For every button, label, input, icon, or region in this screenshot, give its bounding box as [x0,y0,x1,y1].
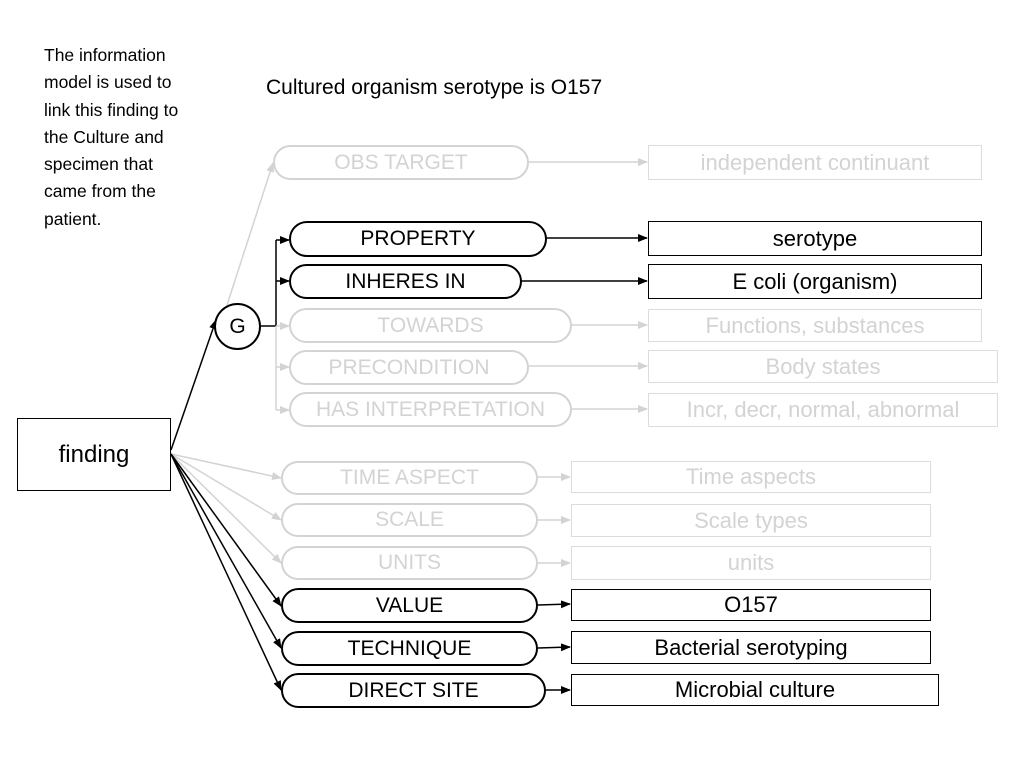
edge-technique-value [537,643,571,652]
diagram-title: Cultured organism serotype is O157 [266,76,603,99]
edge-finding-technique [170,453,282,649]
finding-node: finding [17,418,171,491]
value-towards: Functions, substances [648,309,982,342]
attribute-inheres-in: INHERES IN [289,264,522,299]
edge-finding-units [170,453,282,564]
attribute-technique: TECHNIQUE [281,631,538,666]
attribute-time-aspect: TIME ASPECT [281,461,538,495]
value-technique: Bacterial serotyping [571,631,931,664]
attribute-has-interpretation: HAS INTERPRETATION [289,392,572,427]
group-node: G [214,303,261,350]
edge-finding-g [170,319,217,451]
value-scale: Scale types [571,504,931,537]
value-has-interpretation: Incr, decr, normal, abnormal [648,393,998,427]
edge-finding-direct-site [170,453,282,691]
attribute-property: PROPERTY [289,221,547,257]
value-obs-target: independent continuant [648,145,982,180]
edge-finding-value [170,453,282,607]
value-inheres-in: E coli (organism) [648,264,982,299]
attribute-obs-target: OBS TARGET [273,145,529,180]
value-time-aspect: Time aspects [571,461,931,493]
edge-g-obs-target [226,162,275,306]
attribute-precondition: PRECONDITION [289,350,529,385]
explanatory-note: The information model is used to link th… [44,45,179,229]
attribute-value: VALUE [281,588,538,623]
edge-finding-scale [170,453,282,521]
edge-value-value [537,600,571,609]
value-value: O157 [571,589,931,621]
attribute-direct-site: DIRECT SITE [281,673,546,708]
attribute-towards: TOWARDS [289,308,572,343]
attribute-scale: SCALE [281,503,538,537]
edge-finding-time-aspect [170,453,282,480]
value-precondition: Body states [648,350,998,383]
value-property: serotype [648,221,982,256]
attribute-units: UNITS [281,546,538,580]
value-units: units [571,546,931,580]
value-direct-site: Microbial culture [571,674,939,706]
